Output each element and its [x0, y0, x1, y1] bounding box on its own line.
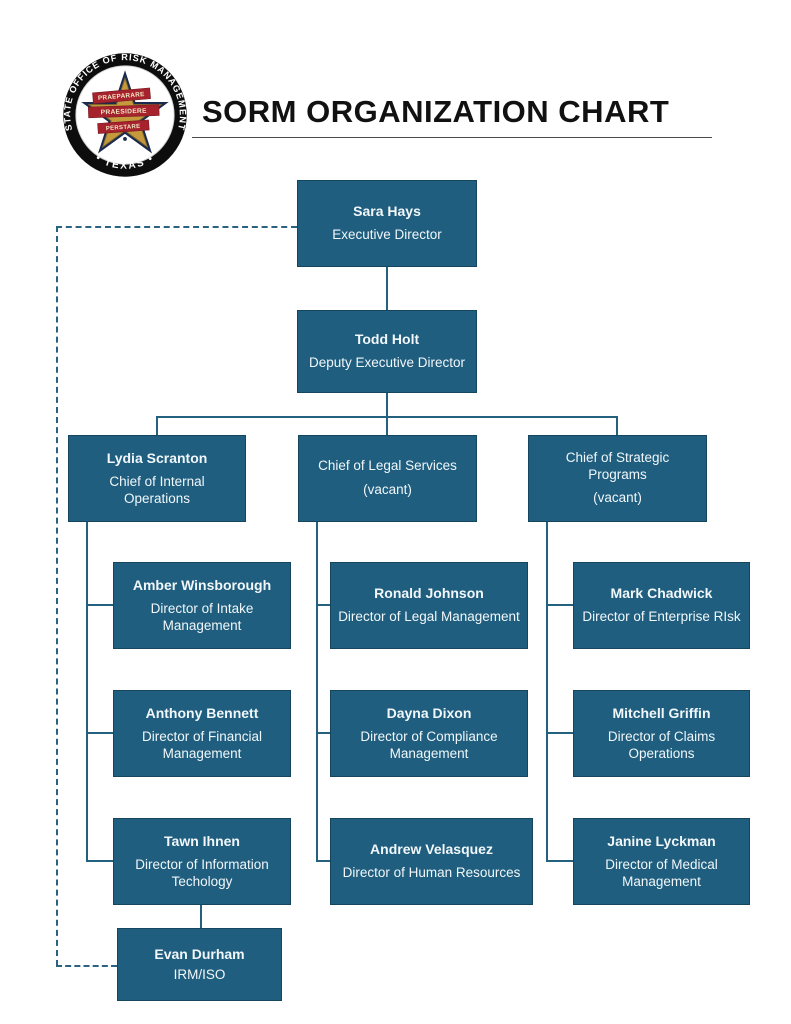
connector-tawn-evan: [200, 905, 202, 928]
org-node-irm-iso: Evan Durham IRM/ISO: [117, 928, 282, 1001]
page-title: SORM ORGANIZATION CHART: [202, 94, 670, 129]
dashed-connector-bottom: [56, 965, 117, 967]
person-name: Anthony Bennett: [145, 704, 259, 721]
svg-text:PERSTARE: PERSTARE: [106, 124, 141, 132]
connector-drop-internal-ops: [156, 416, 158, 435]
person-name: Amber Winsborough: [132, 576, 272, 593]
person-title: Director of Intake Management: [150, 600, 254, 633]
person-title: Director of Enterprise RIsk: [582, 609, 741, 625]
org-node-chief-legal-services: Chief of Legal Services (vacant): [298, 435, 477, 522]
vacancy-status: (vacant): [363, 481, 412, 497]
connector-stub-amber: [86, 604, 113, 606]
dashed-connector-vertical: [56, 226, 58, 966]
org-node-director-financial-management: Anthony Bennett Director of Financial Ma…: [113, 690, 291, 777]
person-name: Sara Hays: [353, 203, 421, 220]
org-node-director-compliance-management: Dayna Dixon Director of Compliance Manag…: [330, 690, 528, 777]
connector-stub-janine: [546, 860, 573, 862]
connector-stub-andrew: [316, 860, 330, 862]
person-name: Andrew Velasquez: [370, 841, 493, 858]
person-name: Lydia Scranton: [106, 449, 208, 466]
person-name: Mark Chadwick: [610, 585, 713, 602]
seal-banner-praesidere: PRAESIDERE: [87, 104, 160, 119]
person-name: Ronald Johnson: [374, 585, 484, 602]
person-title: Director of Compliance Management: [360, 728, 498, 761]
svg-text:PRAESIDERE: PRAESIDERE: [101, 108, 148, 117]
connector-branch-left: [86, 521, 88, 861]
seal-bottom-mark: [123, 137, 127, 141]
seal-banner-perstare: PERSTARE: [97, 119, 150, 134]
title-underline: [192, 137, 712, 138]
role-name: Chief of Legal Services: [318, 458, 457, 474]
role-name: Chief of Strategic Programs: [565, 450, 670, 482]
person-title: Executive Director: [332, 227, 442, 243]
org-node-director-claims-operations: Mitchell Griffin Director of Claims Oper…: [573, 690, 750, 777]
sorm-seal-logo: PRAEPARARE PRAESIDERE PERSTARE STATE OFF…: [62, 52, 187, 177]
connector-stub-mitchell: [546, 732, 573, 734]
person-name: Janine Lyckman: [607, 832, 716, 849]
connector-stub-anthony: [86, 732, 113, 734]
svg-text:PRAEPARARE: PRAEPARARE: [98, 91, 145, 102]
connector-drop-legal: [386, 416, 388, 435]
person-title: Chief of Internal Operations: [109, 473, 205, 506]
dashed-connector-top: [56, 226, 297, 228]
connector-branch-middle: [316, 521, 318, 861]
seal-banner-praeparare: PRAEPARARE: [92, 87, 151, 104]
person-title: Director of Human Resources: [342, 865, 521, 881]
org-node-director-enterprise-risk: Mark Chadwick Director of Enterprise RIs…: [573, 562, 750, 649]
connector-deputy-drop: [386, 393, 388, 417]
person-title: IRM/ISO: [173, 966, 226, 982]
connector-stub-mark: [546, 604, 573, 606]
person-name: Evan Durham: [154, 945, 245, 962]
person-title: Director of Financial Management: [141, 728, 263, 761]
connector-drop-strategic: [616, 416, 618, 435]
person-name: Todd Holt: [354, 331, 420, 348]
connector-stub-dayna: [316, 732, 330, 734]
person-title: Director of Medical Management: [605, 856, 718, 889]
connector-exec-deputy: [386, 267, 388, 310]
person-title: Director of Information Techology: [135, 856, 269, 889]
person-name: Tawn Ihnen: [164, 832, 240, 849]
org-node-executive-director: Sara Hays Executive Director: [297, 180, 477, 267]
vacancy-status: (vacant): [593, 490, 642, 506]
org-node-director-medical-management: Janine Lyckman Director of Medical Manag…: [573, 818, 750, 905]
org-node-chief-internal-operations: Lydia Scranton Chief of Internal Operati…: [68, 435, 246, 522]
org-node-director-legal-management: Ronald Johnson Director of Legal Managem…: [330, 562, 528, 649]
person-title: Director of Claims Operations: [607, 728, 716, 761]
org-node-director-human-resources: Andrew Velasquez Director of Human Resou…: [330, 818, 533, 905]
person-title: Deputy Executive Director: [308, 355, 466, 371]
org-node-deputy-executive-director: Todd Holt Deputy Executive Director: [297, 310, 477, 393]
person-title: Director of Legal Management: [338, 609, 520, 625]
org-node-director-intake-management: Amber Winsborough Director of Intake Man…: [113, 562, 291, 649]
person-name: Mitchell Griffin: [612, 704, 711, 721]
connector-stub-ronald: [316, 604, 330, 606]
org-node-director-information-technology: Tawn Ihnen Director of Information Techo…: [113, 818, 291, 905]
connector-branch-right: [546, 521, 548, 861]
person-name: Dayna Dixon: [386, 704, 472, 721]
connector-stub-tawn: [86, 860, 113, 862]
org-node-chief-strategic-programs: Chief of Strategic Programs (vacant): [528, 435, 707, 522]
